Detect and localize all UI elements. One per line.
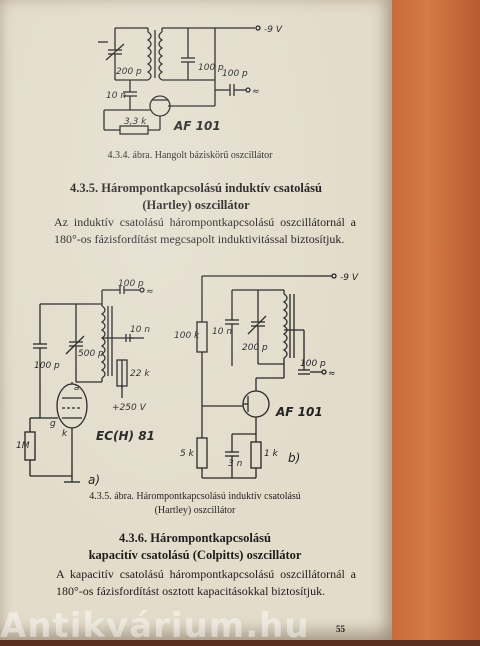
fig2b-c2-label: 200 p bbox=[242, 343, 268, 353]
fig2b-output-symbol: ≈ bbox=[328, 369, 336, 379]
hartley-tube-oscillator-schematic: 100 p 500 p 100 p 10 n 22 k 1M +250 V EC… bbox=[16, 279, 155, 487]
tuned-base-oscillator-schematic: 200 p 100 p 100 p 10 n 3,3 k -9 V AF 101… bbox=[98, 25, 283, 135]
fig1-c2-label: 100 p bbox=[198, 63, 224, 73]
fig2a-r2-label: 1M bbox=[16, 441, 30, 451]
fig1-c1-label: 200 p bbox=[116, 67, 142, 77]
fig2a-pin-g: g bbox=[50, 419, 56, 429]
section-4-3-5-heading: 4.3.5. Hárompontkapcsolású induktív csat… bbox=[36, 180, 356, 214]
fig2b-r3-label: 1 k bbox=[264, 449, 279, 459]
fig2b-sublabel: b) bbox=[288, 451, 300, 465]
fig2a-r1-label: 22 k bbox=[130, 369, 150, 379]
hartley-transistor-oscillator-schematic: 100 k 10 n 200 p 100 p -9 V AF 101 5 k 3… bbox=[174, 273, 359, 479]
caption-line-1: 4.3.5. ábra. Hárompontkapcsolású induktí… bbox=[89, 491, 301, 502]
fig2b-transistor-label: AF 101 bbox=[275, 405, 323, 419]
fig2b-r1-label: 100 k bbox=[174, 331, 200, 341]
figure-4-3-4-caption: 4.3.4. ábra. Hangolt báziskörű oszcillát… bbox=[107, 150, 273, 161]
fig2b-r2-label: 5 k bbox=[180, 449, 195, 459]
fig1-c3-label: 100 p bbox=[222, 69, 248, 79]
fig1-transistor-label: AF 101 bbox=[173, 119, 221, 133]
heading-line-2: (Hartley) oszcillátor bbox=[142, 198, 250, 212]
fig2a-supply-label: +250 V bbox=[112, 403, 147, 413]
fig1-supply-label: -9 V bbox=[264, 25, 283, 35]
fig2b-c1-label: 10 n bbox=[212, 327, 232, 337]
section-4-3-5-paragraph: Az induktív csatolású hárompontkapcsolás… bbox=[54, 215, 356, 246]
section-4-3-6-heading: 4.3.6. Hárompontkapcsolású kapacitív csa… bbox=[40, 530, 350, 564]
heading-line-1: 4.3.5. Hárompontkapcsolású induktív csat… bbox=[70, 181, 322, 195]
fig2a-sublabel: a) bbox=[88, 473, 100, 487]
figure-4-3-5-caption: 4.3.5. ábra. Hárompontkapcsolású induktí… bbox=[60, 490, 330, 518]
fig2a-c1-label: 100 p bbox=[34, 361, 60, 371]
page-number: 55 bbox=[336, 624, 345, 634]
caption-line-2: (Hartley) oszcillátor bbox=[154, 505, 236, 516]
fig2b-supply-label: -9 V bbox=[340, 273, 359, 283]
book-page: 200 p 100 p 100 p 10 n 3,3 k -9 V AF 101… bbox=[0, 0, 392, 640]
watermark-logo: Antikvárium.hu bbox=[0, 606, 310, 646]
section-4-3-6-paragraph: A kapacitív csatolású hárompontkapcsolás… bbox=[56, 567, 356, 598]
fig1-output-symbol: ≈ bbox=[252, 87, 260, 97]
fig2a-c4-label: 10 n bbox=[130, 325, 150, 335]
fig2a-c2-label: 100 p bbox=[118, 279, 144, 289]
fig2a-pin-a: a bbox=[74, 383, 80, 393]
fig2a-pin-k: k bbox=[62, 429, 68, 439]
fig2b-c3-label: 100 p bbox=[300, 359, 326, 369]
heading-line-1: 4.3.6. Hárompontkapcsolású bbox=[119, 531, 271, 545]
page-edge bbox=[392, 0, 480, 640]
fig2a-output-symbol: ≈ bbox=[146, 287, 154, 297]
heading-line-2: kapacitív csatolású (Colpitts) oszcillát… bbox=[88, 548, 302, 562]
fig2a-tube-label: EC(H) 81 bbox=[96, 429, 155, 443]
fig1-c4-label: 10 n bbox=[106, 91, 126, 101]
fig2b-c4-label: 3 n bbox=[228, 459, 243, 469]
fig1-r1-label: 3,3 k bbox=[124, 117, 147, 127]
fig2a-c3-label: 500 p bbox=[78, 349, 104, 359]
